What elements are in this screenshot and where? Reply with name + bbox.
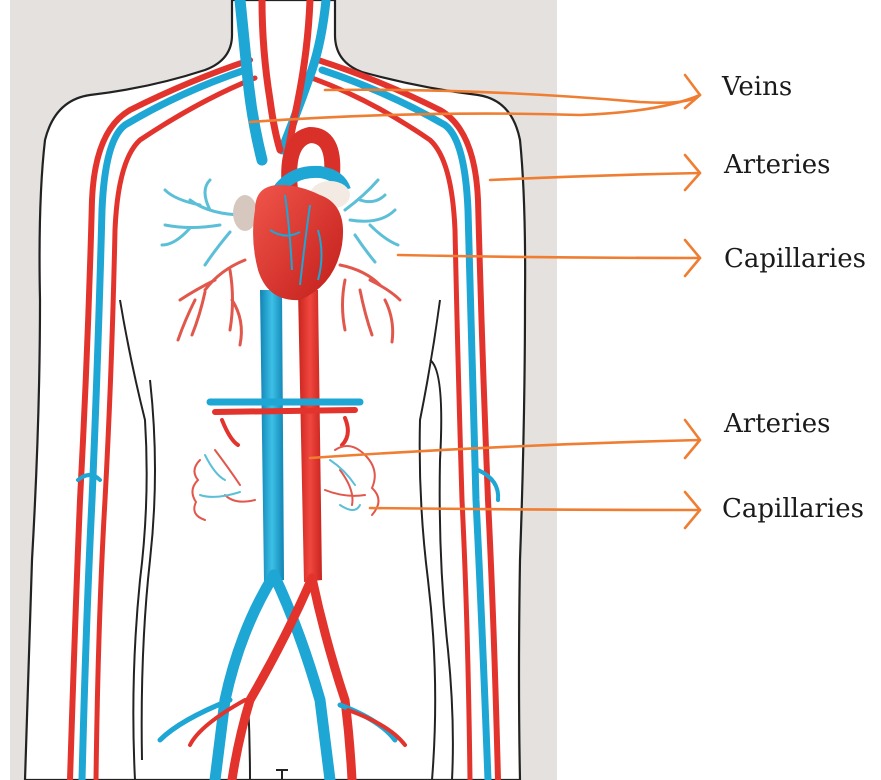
label-arteries-upper: Arteries <box>724 152 831 178</box>
veins-arrowhead <box>685 75 700 108</box>
capillaries-lower-pointer-line <box>370 508 700 510</box>
label-capillaries-lower: Capillaries <box>722 496 864 522</box>
label-arteries-lower: Arteries <box>724 411 831 437</box>
label-veins: Veins <box>722 74 792 100</box>
label-capillaries-upper: Capillaries <box>724 246 866 272</box>
vena-cava <box>260 290 284 582</box>
